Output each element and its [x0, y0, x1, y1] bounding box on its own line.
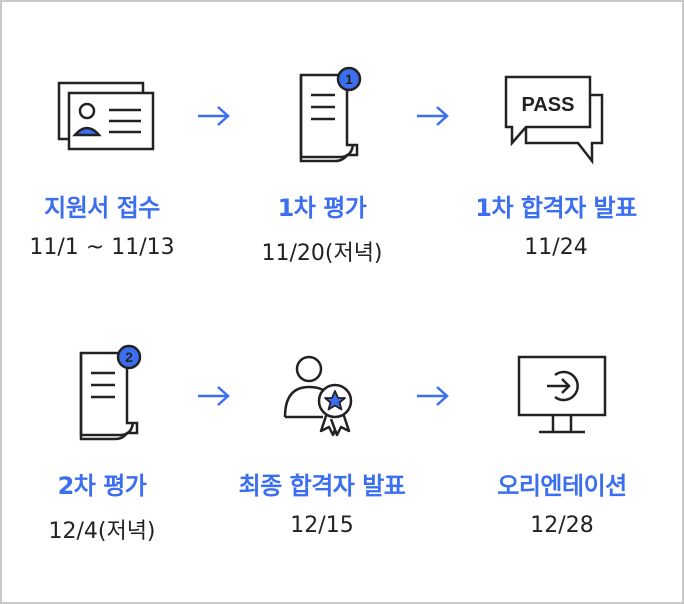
step-title: 최종 합격자 발표	[238, 472, 406, 500]
step-date: 12/15	[290, 513, 354, 538]
step-first-evaluation: 1 1차 평가 11/20(저녁)	[212, 60, 432, 267]
step-title: 지원서 접수	[44, 194, 160, 222]
id-card-icon	[42, 60, 162, 170]
document-icon: 2	[42, 338, 162, 448]
monitor-login-icon	[502, 338, 622, 448]
arrow-right-icon	[198, 106, 230, 126]
step-date: 11/1 ~ 11/13	[29, 235, 175, 260]
step-badge: 2	[125, 349, 133, 365]
step-title: 1차 평가	[277, 194, 367, 222]
arrow-right-icon	[417, 106, 449, 126]
step-title: 2차 평가	[57, 472, 147, 500]
step-date: 11/24	[524, 235, 588, 260]
step-application: 지원서 접수 11/1 ~ 11/13	[0, 60, 212, 260]
step-title: 오리엔테이션	[497, 472, 627, 500]
step-first-announcement: PASS 1차 합격자 발표 11/24	[446, 60, 666, 260]
arrow-right-icon	[198, 386, 230, 406]
pass-chat-icon: PASS	[496, 60, 616, 170]
document-icon: 1	[262, 60, 382, 170]
user-award-icon	[262, 338, 382, 448]
step-final-announcement: 최종 합격자 발표 12/15	[212, 338, 432, 538]
step-badge: 1	[345, 71, 353, 87]
step-second-evaluation: 2 2차 평가 12/4(저녁)	[0, 338, 212, 545]
step-date: 12/4(저녁)	[48, 519, 156, 544]
arrow-right-icon	[417, 386, 449, 406]
step-date: 11/20(저녁)	[261, 241, 383, 266]
step-date: 12/28	[530, 513, 594, 538]
step-orientation: 오리엔테이션 12/28	[452, 338, 672, 538]
pass-label: PASS	[522, 94, 575, 116]
step-title: 1차 합격자 발표	[475, 194, 637, 222]
